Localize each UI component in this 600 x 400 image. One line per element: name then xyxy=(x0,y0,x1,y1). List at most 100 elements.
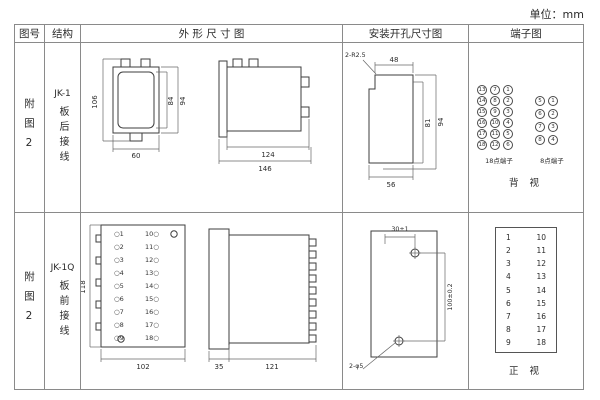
list-item: 15 xyxy=(477,107,487,117)
list-item: 18 xyxy=(536,338,546,347)
dim-48: 48 xyxy=(390,56,399,64)
list-item: 17 xyxy=(536,324,546,334)
panel-dims xyxy=(362,234,446,370)
list-item: 2 xyxy=(503,96,513,106)
list-item: 13 xyxy=(477,85,487,95)
row1-structure: JK-1 板后接线 xyxy=(45,43,81,213)
list-item: 6 xyxy=(535,109,545,119)
list-item: ○6 xyxy=(114,295,124,303)
list-item: 11 xyxy=(490,129,500,139)
dim-124: 124 xyxy=(261,151,275,159)
list-item: ○7 xyxy=(114,308,124,316)
list-item: 5 xyxy=(535,96,545,106)
fig-no-text: 附图2 xyxy=(23,97,35,158)
list-item: 9 xyxy=(490,107,500,117)
list-item: 12 xyxy=(490,140,500,150)
list-item: ○4 xyxy=(114,269,124,277)
jk1q-install-svg: 30±1 100±0.2 2-φ5 xyxy=(349,226,454,370)
row1-outline-drawing: 106 84 94 60 124 146 xyxy=(81,43,343,213)
list-item: 3 xyxy=(503,107,513,117)
front-view-dims xyxy=(102,58,179,152)
fig-no-text: 附图2 xyxy=(23,271,35,331)
list-item: ○5 xyxy=(114,282,124,290)
list-item: 10○ xyxy=(145,230,159,238)
dim-121: 121 xyxy=(265,363,278,371)
row2-install-drawing: 30±1 100±0.2 2-φ5 xyxy=(343,213,469,389)
label-18-point: 18点端子 xyxy=(485,157,513,165)
list-item: 18 xyxy=(477,140,487,150)
header-structure: 结构 xyxy=(45,25,81,43)
header-fig-no: 图号 xyxy=(15,25,45,43)
dim-56: 56 xyxy=(387,181,396,189)
side-view-dims xyxy=(208,345,317,362)
list-item: 18○ xyxy=(145,334,159,342)
front-view-shape xyxy=(112,58,160,142)
row2-structure: JK-1Q 板前接线 xyxy=(45,213,81,389)
row1-install-drawing: 2-R2.5 48 81 94 56 xyxy=(343,43,469,213)
list-item: ○8 xyxy=(114,321,124,329)
list-item: ○9 xyxy=(114,334,124,342)
list-item: 8 xyxy=(535,135,545,145)
dim-94: 94 xyxy=(179,96,187,105)
cutout-dims xyxy=(362,59,437,180)
dim-146: 146 xyxy=(258,165,272,173)
list-item: 5 xyxy=(506,285,511,295)
list-item: 4 xyxy=(503,118,513,128)
front-view-dims xyxy=(89,224,186,362)
model-label: JK-1Q xyxy=(50,262,75,273)
list-item: 6 xyxy=(506,298,511,308)
header-install: 安装开孔尺寸图 xyxy=(343,25,469,43)
rear-view-label: 背 视 xyxy=(508,178,544,189)
panel-shape xyxy=(370,230,438,358)
list-item: 6 xyxy=(503,140,513,150)
list-item: 14○ xyxy=(145,282,159,290)
dim-100: 100±0.2 xyxy=(447,283,454,310)
row2-fig-no: 附图2 xyxy=(15,213,45,389)
model-label: JK-1 xyxy=(54,89,71,99)
wiring-label: 板前接线 xyxy=(57,279,68,340)
cutout-shape xyxy=(368,74,414,164)
dim-35: 35 xyxy=(215,363,224,371)
unit-label: 单位：mm xyxy=(529,8,584,21)
list-item: 13 xyxy=(536,272,546,282)
dim-81: 81 xyxy=(424,119,432,128)
list-item: 10 xyxy=(490,118,500,128)
list-item: 2 xyxy=(548,109,558,119)
list-item: 11○ xyxy=(145,243,159,251)
list-item: 7 xyxy=(490,85,500,95)
list-item: ○3 xyxy=(114,256,124,264)
row2-outline-drawing: 118 102 35 121 ○1○2○3○4○5○6 xyxy=(81,213,343,389)
list-item: 4 xyxy=(548,135,558,145)
list-item: ○2 xyxy=(114,243,124,251)
list-item: 1 xyxy=(506,233,511,242)
side-view-shape xyxy=(218,58,310,138)
list-item: 12 xyxy=(536,259,546,269)
dim-106: 106 xyxy=(91,95,99,109)
dim-94b: 94 xyxy=(437,117,445,126)
list-item: 12○ xyxy=(145,256,159,264)
list-item: 16 xyxy=(477,118,487,128)
list-item: 8 xyxy=(506,324,511,334)
jk1q-outline-svg: 118 102 35 121 xyxy=(81,224,317,371)
list-item: 3 xyxy=(548,122,558,132)
dim-84: 84 xyxy=(167,96,175,105)
list-item: 7 xyxy=(535,122,545,132)
list-item: 5 xyxy=(503,129,513,139)
list-item: 13○ xyxy=(145,269,159,277)
list-item: 8 xyxy=(490,96,500,106)
list-item: 3 xyxy=(506,259,511,269)
list-item: 17○ xyxy=(145,321,159,329)
label-8-point: 8点端子 xyxy=(540,157,564,165)
side-view-shape xyxy=(208,228,317,350)
side-view-dims xyxy=(218,119,312,164)
list-item: 10 xyxy=(536,233,546,242)
front-view-label: 正 视 xyxy=(508,366,544,377)
pin-column-right: 10○11○12○13○14○15○16○17○18○ xyxy=(145,228,159,345)
dim-30: 30±1 xyxy=(391,226,408,233)
